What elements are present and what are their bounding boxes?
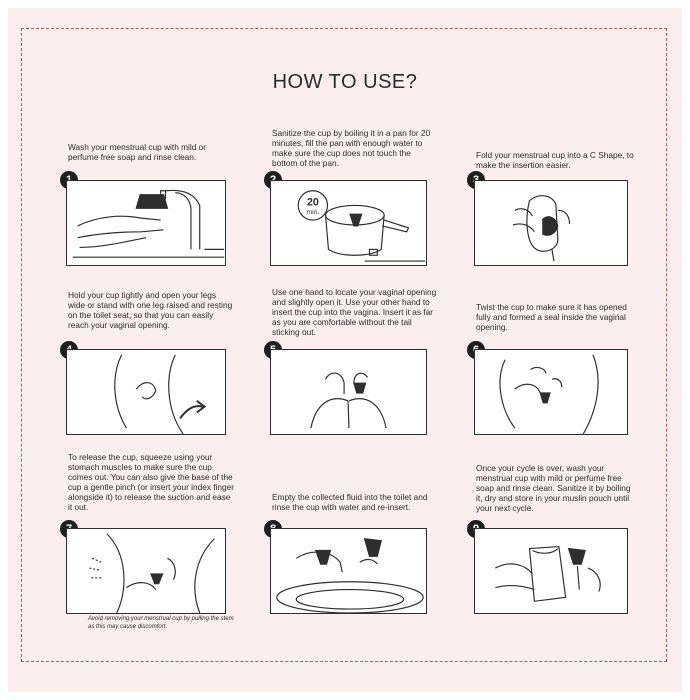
- step-4-illustration: [66, 349, 226, 435]
- step-9-text: Once your cycle is over, wash your menst…: [476, 463, 631, 513]
- step-7-illustration: [66, 528, 226, 614]
- step-8-text: Empty the collected fluid into the toile…: [272, 492, 428, 512]
- step-9-illustration: [474, 528, 628, 614]
- step-1-text: Wash your menstrual cup with mild or per…: [68, 142, 207, 162]
- hand-folding-cup-icon: [512, 195, 571, 262]
- step-3-illustration: [474, 180, 628, 266]
- step-2-text: Sanitize the cup by boiling it in a pan …: [272, 128, 431, 168]
- step-3-text: Fold your menstrual cup into a C Shape, …: [476, 150, 634, 170]
- cup-removal-icon: [89, 533, 215, 613]
- step-1-illustration: [66, 180, 226, 266]
- step-6-illustration: [474, 349, 628, 435]
- step-2-illustration: 20 min.: [270, 180, 427, 266]
- cup-twisting-icon: [499, 354, 599, 434]
- body-position-icon: [114, 354, 207, 434]
- step-5-illustration: [270, 349, 427, 435]
- hands-washing-cup-under-tap-icon: [72, 189, 225, 258]
- dashed-border: [21, 28, 667, 662]
- timer-value: 20: [307, 196, 319, 208]
- hands-inserting-cup-icon: [310, 372, 387, 429]
- step-6-text: Twist the cup to make sure it has opened…: [476, 302, 627, 332]
- hands-storing-cup-in-pouch-icon: [495, 545, 601, 602]
- step-7-text: To release the cup, squeeze using your s…: [68, 452, 235, 512]
- pan-on-stove-icon: 20 min.: [297, 190, 426, 262]
- step-8-illustration: [270, 528, 427, 614]
- hand-emptying-cup-icon: [276, 538, 424, 613]
- removal-note: Avoid removing your menstrual cup by pul…: [88, 616, 234, 630]
- step-4-text: Hold your cup tightly and open your legs…: [68, 290, 233, 330]
- timer-unit: min.: [306, 209, 319, 216]
- page-title: HOW TO USE?: [272, 71, 418, 93]
- step-5-text: Use one hand to locate your vaginal open…: [272, 287, 437, 337]
